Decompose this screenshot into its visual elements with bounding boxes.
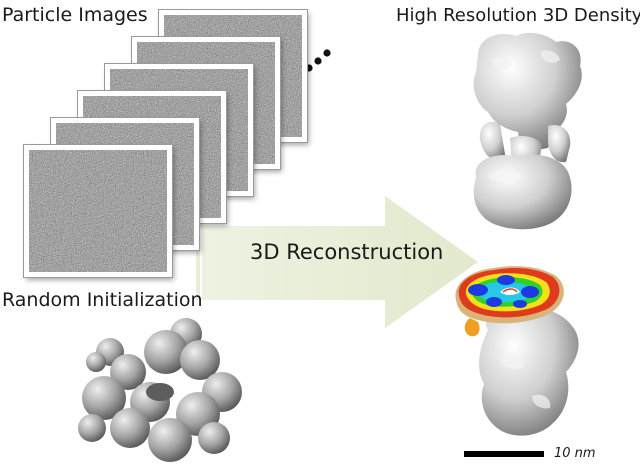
random-initialization-map [78, 318, 242, 462]
scale-bar [464, 451, 544, 457]
sliced-density-map [455, 266, 579, 436]
ellipsis-icon [305, 49, 331, 72]
particle-images-label: Particle Images [2, 4, 148, 26]
high-res-density-map [473, 32, 582, 230]
reconstruction-label: 3D Reconstruction [250, 240, 444, 264]
scale-bar-label: 10 nm [554, 446, 596, 461]
particle-image [24, 145, 172, 277]
random-initialization-label: Random Initialization [2, 289, 203, 311]
process-arrow [196, 196, 478, 328]
high-res-density-label: High Resolution 3D Density [396, 5, 640, 26]
